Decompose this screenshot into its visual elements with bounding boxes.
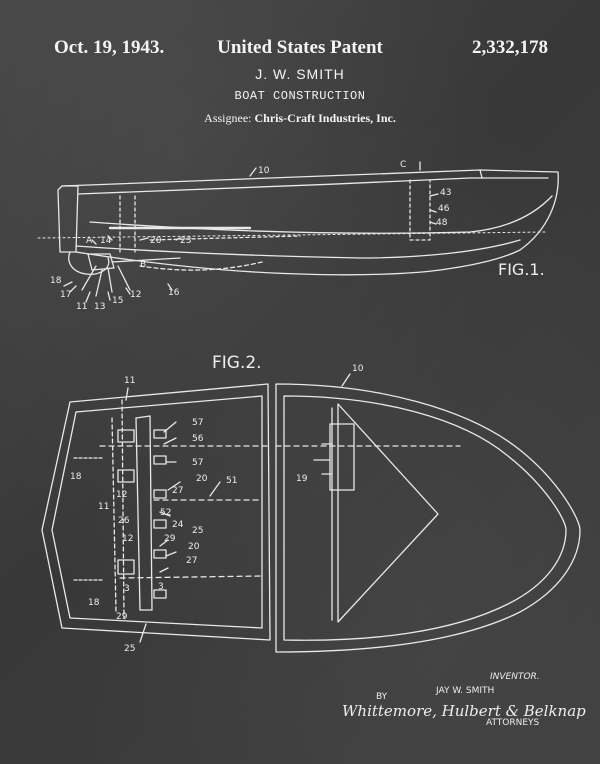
fig1-ref-13: 13 xyxy=(94,302,106,312)
fig1-ref-43: 43 xyxy=(440,188,452,198)
fig2-ref-56: 56 xyxy=(192,434,204,444)
fig1-ref-23: 23 xyxy=(180,236,192,246)
fig1-ref-20: 20 xyxy=(150,236,162,246)
fig1-side-view xyxy=(37,161,559,303)
fig2-ref-11-top: 11 xyxy=(124,376,136,386)
inventor-heading: J. W. SMITH xyxy=(255,66,345,82)
document-title: United States Patent xyxy=(217,37,383,58)
invention-title: BOAT CONSTRUCTION xyxy=(234,89,366,103)
fig2-ref-3-a: 3 xyxy=(124,584,130,594)
by-label: BY xyxy=(376,692,388,702)
fig2-ref-12-a: 12 xyxy=(116,490,128,500)
fig2-ref-3-b: 3 xyxy=(158,582,164,592)
assignee-label: Assignee: xyxy=(204,111,252,125)
fig1-ref-11: 11 xyxy=(76,302,88,312)
fig2-ref-18-a: 18 xyxy=(70,472,82,482)
assignee-name: Chris-Craft Industries, Inc. xyxy=(254,111,396,125)
attorneys-signature: Whittemore, Hulbert & Belknap xyxy=(342,702,586,720)
fig1-ref-14: 14 xyxy=(100,236,112,246)
patent-date: Oct. 19, 1943. xyxy=(54,37,165,58)
fig2-ref-51: 51 xyxy=(226,476,238,486)
fig2-ref-25-a: 25 xyxy=(192,526,204,536)
fig2-ref-29-b: 29 xyxy=(116,612,128,622)
assignee-line: Assignee: Chris-Craft Industries, Inc. xyxy=(0,111,600,126)
fig1-ref-46: 46 xyxy=(438,204,450,214)
fig2-ref-19: 19 xyxy=(296,474,308,484)
fig1-ref-16: 16 xyxy=(168,288,180,298)
fig2-ref-52: 52 xyxy=(160,508,172,518)
fig1-ref-10: 10 xyxy=(258,166,270,176)
fig2-ref-10: 10 xyxy=(352,364,364,374)
fig2-ref-29-a: 29 xyxy=(164,534,176,544)
attorneys-caption: ATTORNEYS xyxy=(486,718,540,728)
fig2-ref-57-a: 57 xyxy=(192,418,204,428)
fig1-ref-17: 17 xyxy=(60,290,72,300)
fig2-ref-12-b: 12 xyxy=(122,534,134,544)
fig2-label: FIG.2. xyxy=(212,353,262,373)
inventor-caption: INVENTOR. xyxy=(490,672,540,682)
fig1-ref-a: A xyxy=(86,236,93,246)
fig2-ref-26: 26 xyxy=(118,516,130,526)
fig1-ref-15: 15 xyxy=(112,296,124,306)
fig2-ref-24: 24 xyxy=(172,520,184,530)
fig2-ref-20-b: 20 xyxy=(188,542,200,552)
fig2-ref-25-b: 25 xyxy=(124,644,136,654)
fig2-ref-18-b: 18 xyxy=(88,598,100,608)
patent-number: 2,332,178 xyxy=(472,37,548,58)
fig1-ref-48: 48 xyxy=(436,218,448,228)
fig1-ref-18: 18 xyxy=(50,276,62,286)
fig1-ref-b: B xyxy=(140,260,147,270)
fig1-ref-c: C xyxy=(400,160,407,170)
fig1-label: FIG.1. xyxy=(498,260,545,279)
inventor-name: JAY W. SMITH xyxy=(436,686,495,696)
fig2-plan-view xyxy=(41,373,581,653)
fig1-ref-12: 12 xyxy=(130,290,142,300)
fig2-ref-57-b: 57 xyxy=(192,458,204,468)
fig2-ref-27-a: 27 xyxy=(172,486,184,496)
fig2-ref-11-mid: 11 xyxy=(98,502,110,512)
fig2-ref-20-a: 20 xyxy=(196,474,208,484)
fig2-ref-27-b: 27 xyxy=(186,556,198,566)
